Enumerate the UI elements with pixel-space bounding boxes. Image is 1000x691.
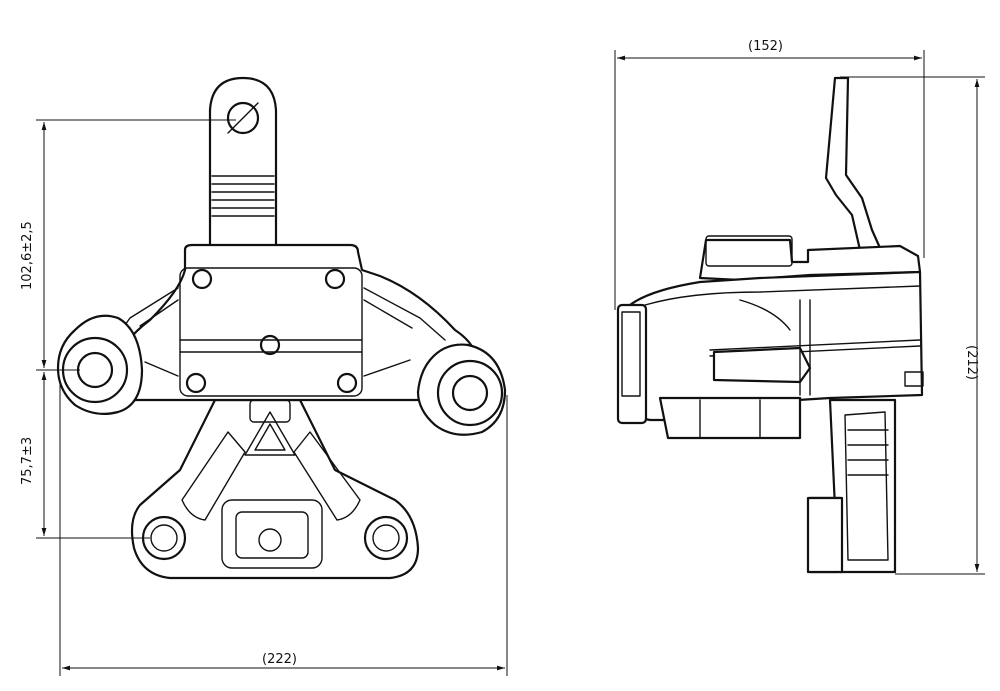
front-view: [56, 76, 507, 580]
side-view: [616, 76, 924, 574]
dim-side-width: (152): [748, 39, 783, 54]
front-dimensions: 102,6±2,5 75,7±3 (222): [20, 119, 508, 676]
dim-height-lower: 75,7±3: [20, 437, 35, 485]
dim-front-width: (222): [262, 652, 297, 667]
dim-height-upper: 102,6±2,5: [20, 221, 35, 290]
side-dimensions: (152) (212): [614, 39, 985, 575]
dim-side-height: (212): [964, 345, 979, 380]
